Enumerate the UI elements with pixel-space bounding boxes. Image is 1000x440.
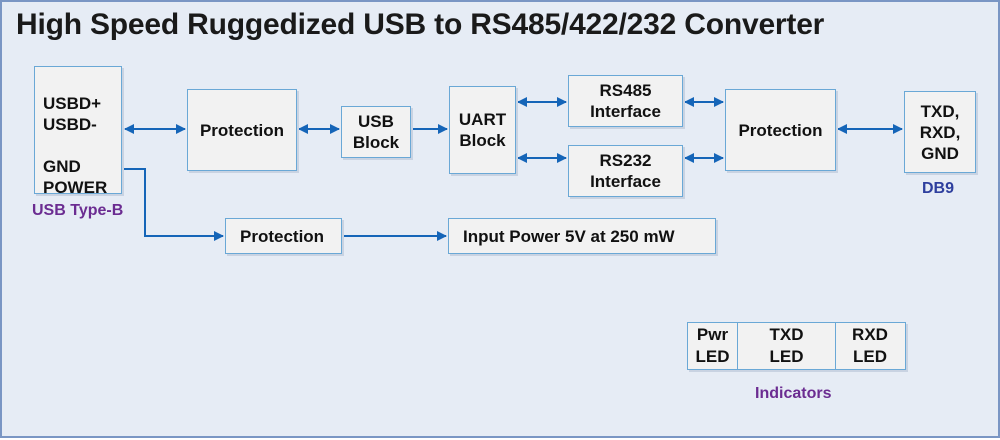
protection-output-block: Protection: [725, 89, 836, 171]
usb-pin-dplus: USBD+: [43, 94, 102, 113]
usb-pin-spacer: [43, 135, 121, 156]
db9-caption: DB9: [922, 180, 955, 197]
usb-block-line-2: Block: [352, 133, 400, 152]
arrow-power-to-protection: [122, 168, 224, 241]
rs232-interface-block: RS232 Interface: [568, 145, 683, 197]
rs232-line-2: Interface: [590, 172, 661, 191]
led-rxd: RXD LED: [836, 323, 904, 369]
db9-pin-txd: TXD,: [920, 101, 960, 121]
rs485-line-1: RS485: [599, 81, 652, 100]
usb-connector-block: USBD+ USBD- GND POWER: [34, 66, 122, 197]
led-txd-bottom: LED: [769, 347, 804, 366]
diagram-title: High Speed Ruggedized USB to RS485/422/2…: [16, 8, 825, 41]
usb-block: USB Block: [341, 106, 411, 158]
db9-pin-gnd: GND: [921, 143, 959, 163]
led-rxd-bottom: LED: [853, 347, 887, 366]
rs485-interface-block: RS485 Interface: [568, 75, 683, 127]
usb-pin-dminus: USBD-: [43, 115, 97, 134]
led-rxd-top: RXD: [852, 325, 888, 344]
indicators-caption: Indicators: [755, 385, 832, 402]
led-pwr-top: Pwr: [696, 325, 729, 344]
usb-pin-gnd: GND: [43, 157, 81, 176]
rs485-line-2: Interface: [590, 102, 661, 121]
db9-connector-block: TXD, RXD, GND: [904, 91, 976, 173]
protection-power-block: Protection: [225, 218, 342, 254]
led-pwr-bottom: LED: [695, 347, 730, 366]
db9-pin-rxd: RXD,: [919, 122, 961, 142]
usb-pin-power: POWER: [43, 178, 108, 197]
input-power-block: Input Power 5V at 250 mW: [448, 218, 716, 254]
led-txd-top: TXD: [769, 325, 804, 344]
uart-block-line-1: UART: [458, 110, 507, 129]
led-pwr: Pwr LED: [688, 323, 738, 369]
protection-usb-block: Protection: [187, 89, 297, 171]
rs232-line-1: RS232: [599, 151, 652, 170]
led-txd: TXD LED: [738, 323, 836, 369]
indicators-panel: Pwr LED TXD LED RXD LED: [687, 322, 906, 370]
uart-block-line-2: Block: [459, 131, 506, 150]
usb-block-line-1: USB: [358, 112, 394, 131]
usb-type-b-caption: USB Type-B: [32, 202, 124, 219]
uart-block: UART Block: [449, 86, 516, 174]
